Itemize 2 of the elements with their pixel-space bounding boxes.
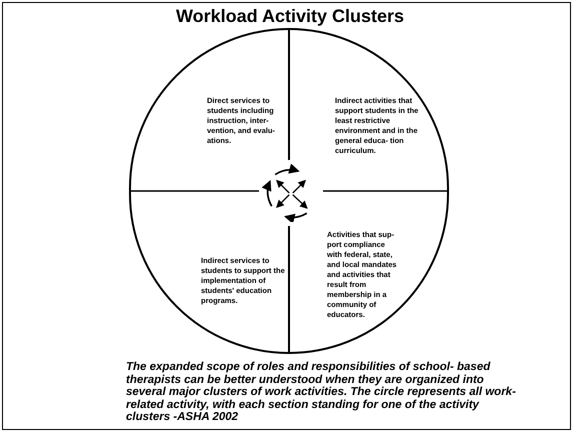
title: Workload Activity Clusters [174, 5, 406, 28]
caption: The expanded scope of roles and responsibilities of school- based therapists can be better understood when they are organized into several major clusters of work activities. The circle represents all work-related activity, with each section standing for one of the activity clusters -ASHA 2002 [126, 361, 517, 424]
